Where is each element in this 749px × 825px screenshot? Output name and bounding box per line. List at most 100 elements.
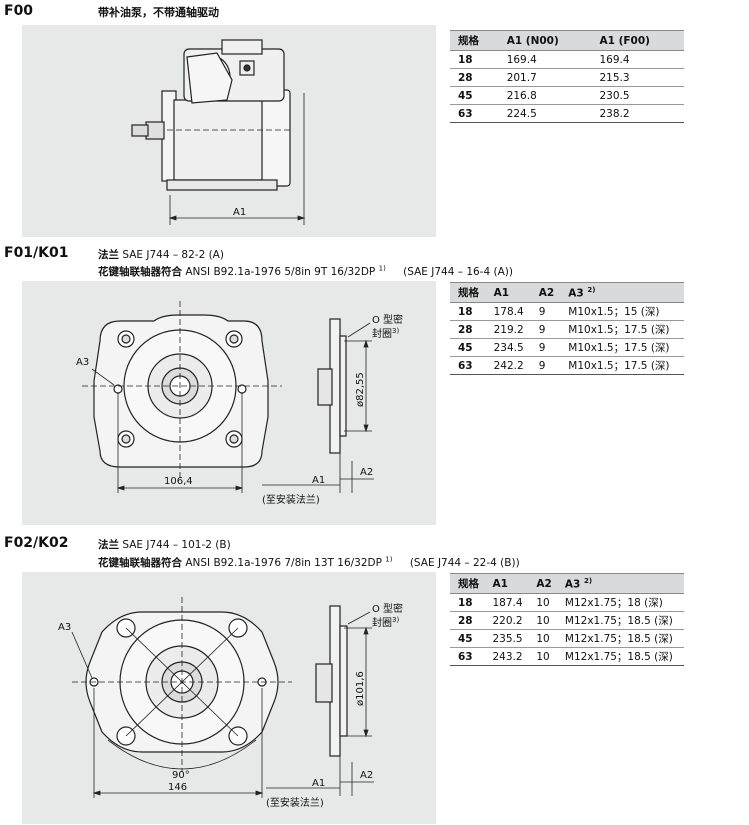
cell: M12x1.75；18.5 (深) bbox=[558, 629, 684, 648]
cell: 10 bbox=[530, 629, 559, 648]
sub-label: 花键轴联轴器符合 bbox=[98, 557, 182, 569]
title-rest: SAE J744 – 82-2 (A) bbox=[122, 249, 224, 261]
label-diameter: ø82,55 bbox=[355, 372, 366, 407]
title-label: 法兰 bbox=[98, 539, 119, 551]
cell: 63 bbox=[450, 104, 501, 123]
label-oring-2: 封圈3) bbox=[372, 327, 399, 340]
cell: 63 bbox=[450, 356, 488, 375]
label-a2: A2 bbox=[360, 770, 373, 781]
header-a1-n00: A1 (N00) bbox=[500, 30, 594, 51]
cell: 9 bbox=[532, 338, 563, 357]
cell: M10x1.5；15 (深) bbox=[562, 302, 684, 321]
label-diameter: ø101,6 bbox=[355, 671, 366, 706]
label-angle: 90° bbox=[172, 770, 190, 781]
cell: 230.5 bbox=[593, 86, 684, 105]
flange-f01-drawing: A3 106,4 ø82,55 O 型密 封圈3) A1 A2 (至安装法兰) bbox=[76, 301, 403, 506]
cell: 28 bbox=[450, 320, 488, 339]
label-oring-2: 封圈3) bbox=[372, 616, 399, 629]
flange-f02-drawing: A3 90° 146 ø101,6 O 型密 封圈3) A1 A2 (至安装法兰… bbox=[58, 597, 403, 809]
section-title-f02: 法兰 SAE J744 – 101-2 (B) bbox=[98, 537, 231, 552]
cell: 169.4 bbox=[500, 50, 594, 69]
header-a2: A2 bbox=[532, 282, 563, 303]
title-rest: SAE J744 – 101-2 (B) bbox=[122, 539, 231, 551]
dim-a1-label: A1 bbox=[233, 207, 246, 218]
label-note: (至安装法兰) bbox=[266, 796, 324, 809]
cell: 235.5 bbox=[486, 629, 531, 648]
section-code-f00: F00 bbox=[4, 3, 34, 19]
cell: 219.2 bbox=[487, 320, 533, 339]
cell: 10 bbox=[530, 647, 559, 666]
sub-extra: (SAE J744 – 22-4 (B)) bbox=[409, 557, 520, 569]
drawing-panel-f00: A1 bbox=[22, 25, 436, 237]
subtitle-f02: 花键轴联轴器符合 ANSI B92.1a-1976 7/8in 13T 16/3… bbox=[98, 555, 520, 570]
sub-label: 花键轴联轴器符合 bbox=[98, 266, 182, 278]
cell: 216.8 bbox=[500, 86, 594, 105]
table-header-row: 规格 A1 (N00) A1 (F00) bbox=[450, 30, 684, 51]
cell: 9 bbox=[532, 356, 563, 375]
drawing-panel-f01: A3 106,4 ø82,55 O 型密 封圈3) A1 A2 (至安装法兰) bbox=[22, 281, 436, 525]
cell: 234.5 bbox=[487, 338, 533, 357]
cell: 243.2 bbox=[486, 647, 531, 666]
header-a1: A1 bbox=[486, 573, 531, 594]
cell: M10x1.5；17.5 (深) bbox=[562, 356, 684, 375]
sub-rest: ANSI B92.1a-1976 5/8in 9T 16/32DP bbox=[185, 266, 376, 278]
section-title-f01: 法兰 SAE J744 – 82-2 (A) bbox=[98, 247, 224, 262]
cell: 18 bbox=[450, 302, 488, 321]
header-a1-f00: A1 (F00) bbox=[593, 30, 684, 51]
table-header-row: 规格 A1 A2 A3 2) bbox=[450, 573, 684, 594]
label-a3: A3 bbox=[58, 622, 71, 633]
cell: 63 bbox=[450, 647, 487, 666]
cell: 18 bbox=[450, 50, 501, 69]
label-oring-1: O 型密 bbox=[372, 313, 403, 326]
label-width: 106,4 bbox=[164, 476, 193, 487]
table-header-row: 规格 A1 A2 A3 2) bbox=[450, 282, 684, 303]
cell: 220.2 bbox=[486, 611, 531, 630]
cell: 10 bbox=[530, 611, 559, 630]
cell: 9 bbox=[532, 302, 563, 321]
cell: 45 bbox=[450, 338, 488, 357]
label-a3: A3 bbox=[76, 357, 89, 368]
header-size: 规格 bbox=[450, 30, 501, 51]
cell: 45 bbox=[450, 86, 501, 105]
title-label: 法兰 bbox=[98, 249, 119, 261]
cell: 9 bbox=[532, 320, 563, 339]
cell: 45 bbox=[450, 629, 487, 648]
label-width: 146 bbox=[168, 782, 187, 793]
cell: 187.4 bbox=[486, 593, 531, 612]
cell: M12x1.75；18 (深) bbox=[558, 593, 684, 612]
cell: 169.4 bbox=[593, 50, 684, 69]
cell: 178.4 bbox=[487, 302, 533, 321]
header-size: 规格 bbox=[450, 573, 487, 594]
cell: 201.7 bbox=[500, 68, 594, 87]
drawing-panel-f02: A3 90° 146 ø101,6 O 型密 封圈3) A1 A2 (至安装法兰… bbox=[22, 572, 436, 824]
header-size: 规格 bbox=[450, 282, 488, 303]
sub-rest: ANSI B92.1a-1976 7/8in 13T 16/32DP bbox=[185, 557, 382, 569]
label-note: (至安装法兰) bbox=[262, 493, 320, 506]
cell: 215.3 bbox=[593, 68, 684, 87]
cell: 238.2 bbox=[593, 104, 684, 123]
header-a3: A3 2) bbox=[562, 282, 684, 303]
section-title-f00: 带补油泵，不带通轴驱动 bbox=[98, 6, 219, 19]
header-a1: A1 bbox=[487, 282, 533, 303]
label-a2: A2 bbox=[360, 467, 373, 478]
cell: 224.5 bbox=[500, 104, 594, 123]
section-code-f01: F01/K01 bbox=[4, 245, 69, 261]
header-a3: A3 2) bbox=[558, 573, 684, 594]
cell: 242.2 bbox=[487, 356, 533, 375]
section-code-f02: F02/K02 bbox=[4, 535, 69, 551]
